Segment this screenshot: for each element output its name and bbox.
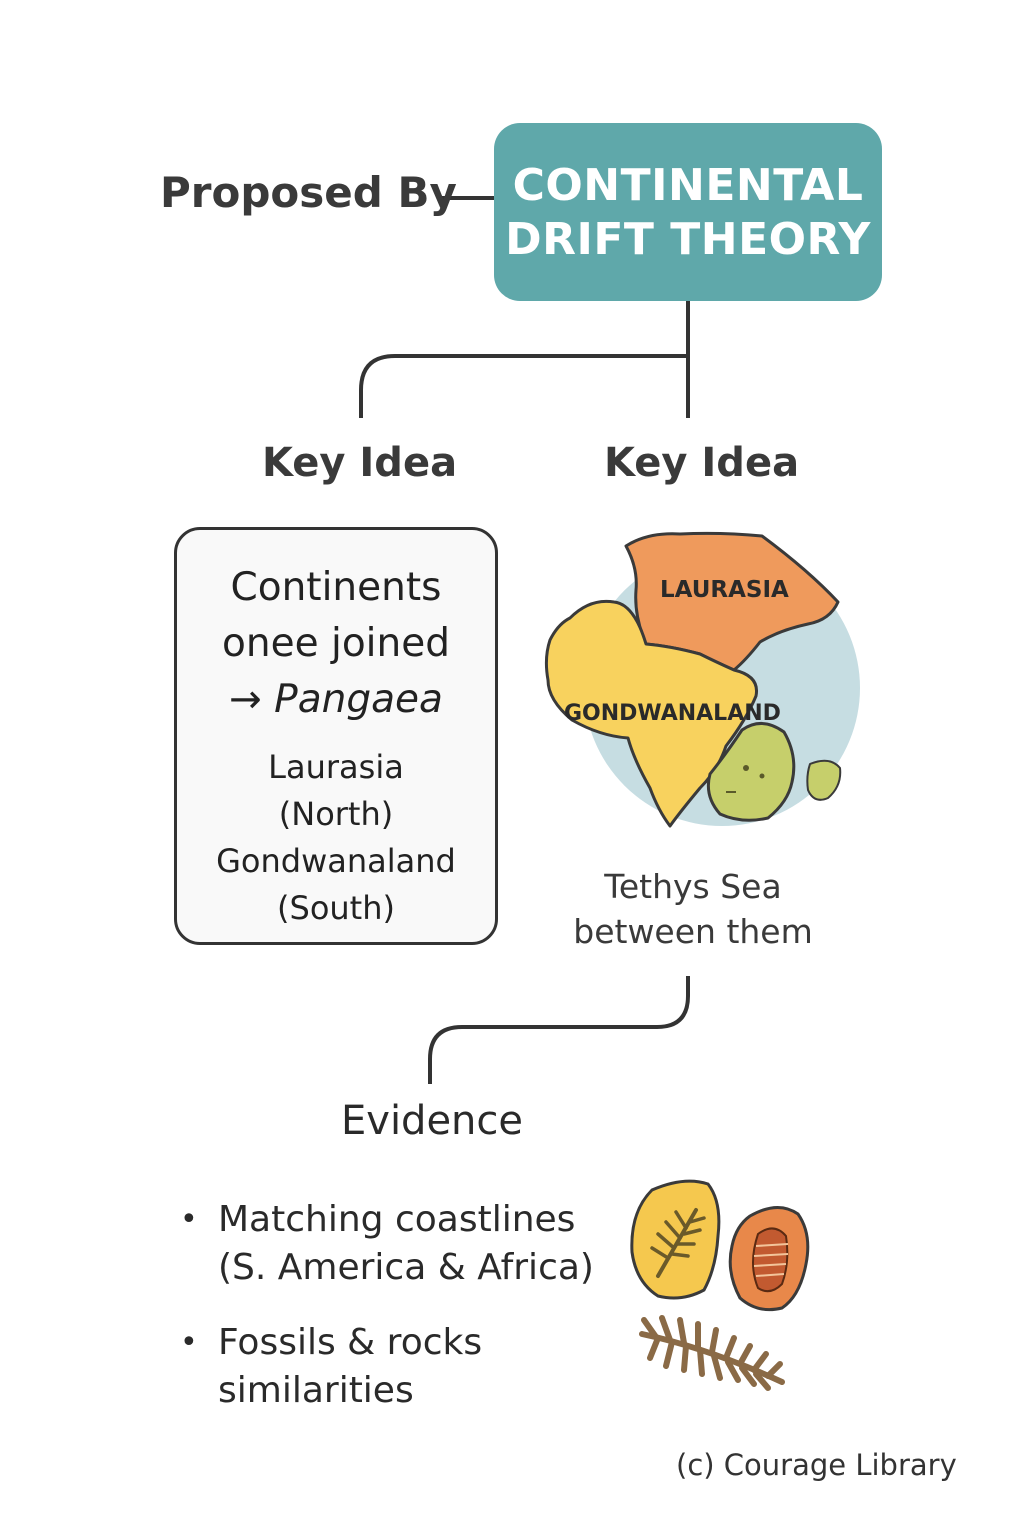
pangaea-globe-illustration: LAURASIA GONDWANALAND — [544, 531, 860, 828]
proposed-by-label: Proposed By — [160, 168, 457, 217]
land-dot-2 — [759, 773, 765, 779]
fern-lower-leaflets — [647, 1335, 771, 1391]
evidence-item-line-1: Fossils & rocks — [218, 1322, 483, 1363]
idea-line-joined: onee joined — [222, 621, 450, 666]
pangaea-idea-box: Continents onee joined → Pangaea Laurasi… — [174, 527, 498, 945]
fossil-illustrations — [630, 1179, 810, 1391]
title-line-1: CONTINENTAL — [512, 160, 864, 211]
bullet-dot: • — [180, 1325, 198, 1360]
credit-label: (c) Courage Library — [676, 1448, 957, 1482]
idea-south: (South) — [277, 889, 395, 927]
idea-spacer — [177, 728, 495, 744]
tethys-sea-caption: Tethys Sea between them — [548, 864, 838, 954]
leaf-fossil-stone-icon — [630, 1179, 721, 1300]
evidence-item: • Matching coastlines (S. America & Afri… — [180, 1196, 600, 1296]
tethys-line-2: between them — [573, 912, 813, 951]
evidence-item-text: Matching coastlines (S. America & Africa… — [218, 1196, 594, 1292]
key-idea-left-heading: Key Idea — [262, 440, 458, 486]
trilobite-segments — [753, 1243, 789, 1277]
fern-fossil-icon — [639, 1315, 785, 1391]
australia-landmass — [706, 722, 796, 822]
trilobite-body — [752, 1227, 789, 1293]
evidence-item-line-1: Matching coastlines — [218, 1199, 576, 1240]
island-landmass — [806, 759, 842, 801]
evidence-item-text: Fossils & rocks similarities — [218, 1319, 482, 1415]
trilobite-fossil-stone-icon — [728, 1206, 810, 1312]
idea-gondwanaland: Gondwanaland — [216, 842, 456, 880]
title-branch-connector — [359, 354, 688, 418]
evidence-item-line-2: (S. America & Africa) — [218, 1247, 594, 1288]
tethys-line-1: Tethys Sea — [604, 867, 782, 906]
stone-yellow — [630, 1179, 721, 1300]
theory-title-box: CONTINENTAL DRIFT THEORY — [494, 123, 882, 301]
idea-north: (North) — [278, 795, 394, 833]
evidence-item-line-2: similarities — [218, 1370, 414, 1411]
evidence-item: • Fossils & rocks similarities — [180, 1319, 600, 1419]
land-dot-1 — [743, 765, 749, 771]
leaf-veins — [650, 1210, 706, 1260]
idea-laurasia: Laurasia — [268, 748, 404, 786]
evidence-connector — [428, 976, 690, 1084]
idea-line-continents: Continents — [230, 565, 442, 610]
fern-upper-leaflets — [641, 1315, 783, 1379]
gondwanaland-landmass — [544, 599, 759, 828]
key-idea-right-heading: Key Idea — [604, 440, 800, 486]
evidence-heading: Evidence — [341, 1098, 524, 1144]
title-line-2: DRIFT THEORY — [505, 214, 871, 265]
idea-line-pangaea: → Pangaea — [229, 677, 443, 722]
gondwanaland-map-label: GONDWANALAND — [564, 701, 781, 726]
laurasia-map-label: LAURASIA — [660, 577, 789, 603]
bullet-dot: • — [180, 1202, 198, 1237]
